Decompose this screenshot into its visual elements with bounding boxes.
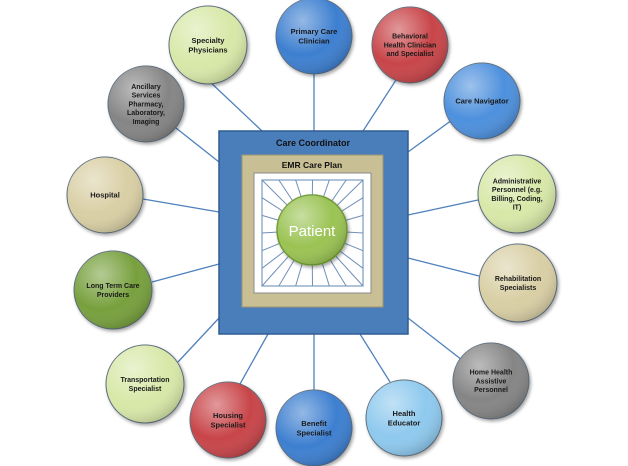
node-label-benefit-specialist: Benefit	[301, 419, 327, 428]
node-shine-long-term-care	[74, 251, 152, 329]
node-label-long-term-care: Providers	[97, 292, 129, 299]
node-label-home-health: Assistive	[476, 378, 507, 385]
node-label-ancillary-services: Ancillary	[131, 84, 161, 91]
node-shine-hospital	[67, 157, 143, 233]
care-coordinator-label: Care Coordinator	[276, 138, 351, 148]
node-label-ancillary-services: Pharmacy,	[129, 102, 164, 109]
node-label-rehabilitation-specialists: Specialists	[500, 285, 537, 292]
connector-behavioral-health	[362, 79, 397, 132]
node-shine-administrative-personnel	[478, 155, 556, 233]
node-shine-housing-specialist	[190, 382, 266, 458]
node-label-specialty-physicians: Physicians	[188, 45, 227, 54]
connector-lines	[142, 74, 480, 390]
node-shine-rehabilitation-specialists	[479, 244, 557, 322]
connector-housing-specialist	[239, 333, 269, 385]
connector-transportation-specialist	[177, 317, 220, 363]
node-shine-benefit-specialist	[276, 390, 352, 466]
node-label-housing-specialist: Housing	[213, 411, 243, 420]
connector-ancillary-services	[175, 127, 220, 163]
node-shine-transportation-specialist	[106, 345, 184, 423]
node-hospital: Hospital	[66, 156, 144, 234]
connector-long-term-care	[151, 263, 220, 283]
node-label-primary-care-clinician: Primary Care	[291, 27, 338, 36]
node-label-home-health: Personnel	[474, 387, 508, 394]
node-label-benefit-specialist: Specialist	[296, 428, 332, 437]
node-shine-care-navigator	[444, 63, 520, 139]
node-label-rehabilitation-specialists: Rehabilitation	[495, 276, 541, 283]
node-label-behavioral-health: and Specialist	[386, 51, 434, 58]
node-label-ancillary-services: Laboratory,	[127, 110, 165, 117]
node-label-long-term-care: Long Term Care	[86, 283, 139, 290]
node-label-care-navigator: Care Navigator	[455, 97, 508, 106]
patient-label: Patient	[289, 223, 337, 240]
patient-circle-shine	[277, 195, 347, 265]
node-shine-home-health	[453, 343, 529, 419]
node-label-administrative-personnel: IT)	[513, 205, 522, 212]
connector-care-navigator	[407, 119, 453, 153]
node-label-transportation-specialist: Specialist	[129, 386, 162, 393]
node-label-ancillary-services: Imaging	[133, 119, 160, 126]
node-label-health-educator: Educator	[388, 418, 421, 427]
node-label-hospital: Hospital	[90, 191, 120, 200]
node-label-specialty-physicians: Specialty	[192, 36, 226, 45]
node-label-ancillary-services: Services	[132, 93, 161, 100]
node-label-health-educator: Health	[393, 409, 416, 418]
node-label-primary-care-clinician: Clinician	[298, 36, 330, 45]
connector-specialty-physicians	[207, 79, 263, 132]
connector-rehabilitation-specialists	[407, 257, 480, 277]
node-care-navigator: Care Navigator	[443, 62, 521, 140]
node-label-behavioral-health: Behavioral	[392, 34, 428, 41]
node-shine-behavioral-health	[372, 7, 448, 83]
node-label-behavioral-health: Health Clinician	[384, 43, 437, 50]
node-label-administrative-personnel: Billing, Coding,	[491, 196, 542, 203]
connector-home-health	[407, 317, 463, 361]
connector-administrative-personnel	[407, 199, 479, 216]
node-label-transportation-specialist: Transportation	[120, 377, 169, 384]
emr-care-plan-label: EMR Care Plan	[282, 160, 342, 170]
node-shine-ancillary-services	[108, 66, 184, 142]
connector-hospital	[142, 198, 220, 213]
node-shine-primary-care-clinician	[276, 0, 352, 74]
node-label-administrative-personnel: Administrative	[493, 178, 542, 185]
node-shine-specialty-physicians	[169, 6, 247, 84]
node-shine-health-educator	[366, 380, 442, 456]
node-label-housing-specialist: Specialist	[210, 420, 246, 429]
node-label-home-health: Home Health	[470, 370, 513, 377]
node-label-administrative-personnel: Personnel (e.g.	[492, 187, 542, 194]
connector-health-educator	[359, 333, 391, 383]
